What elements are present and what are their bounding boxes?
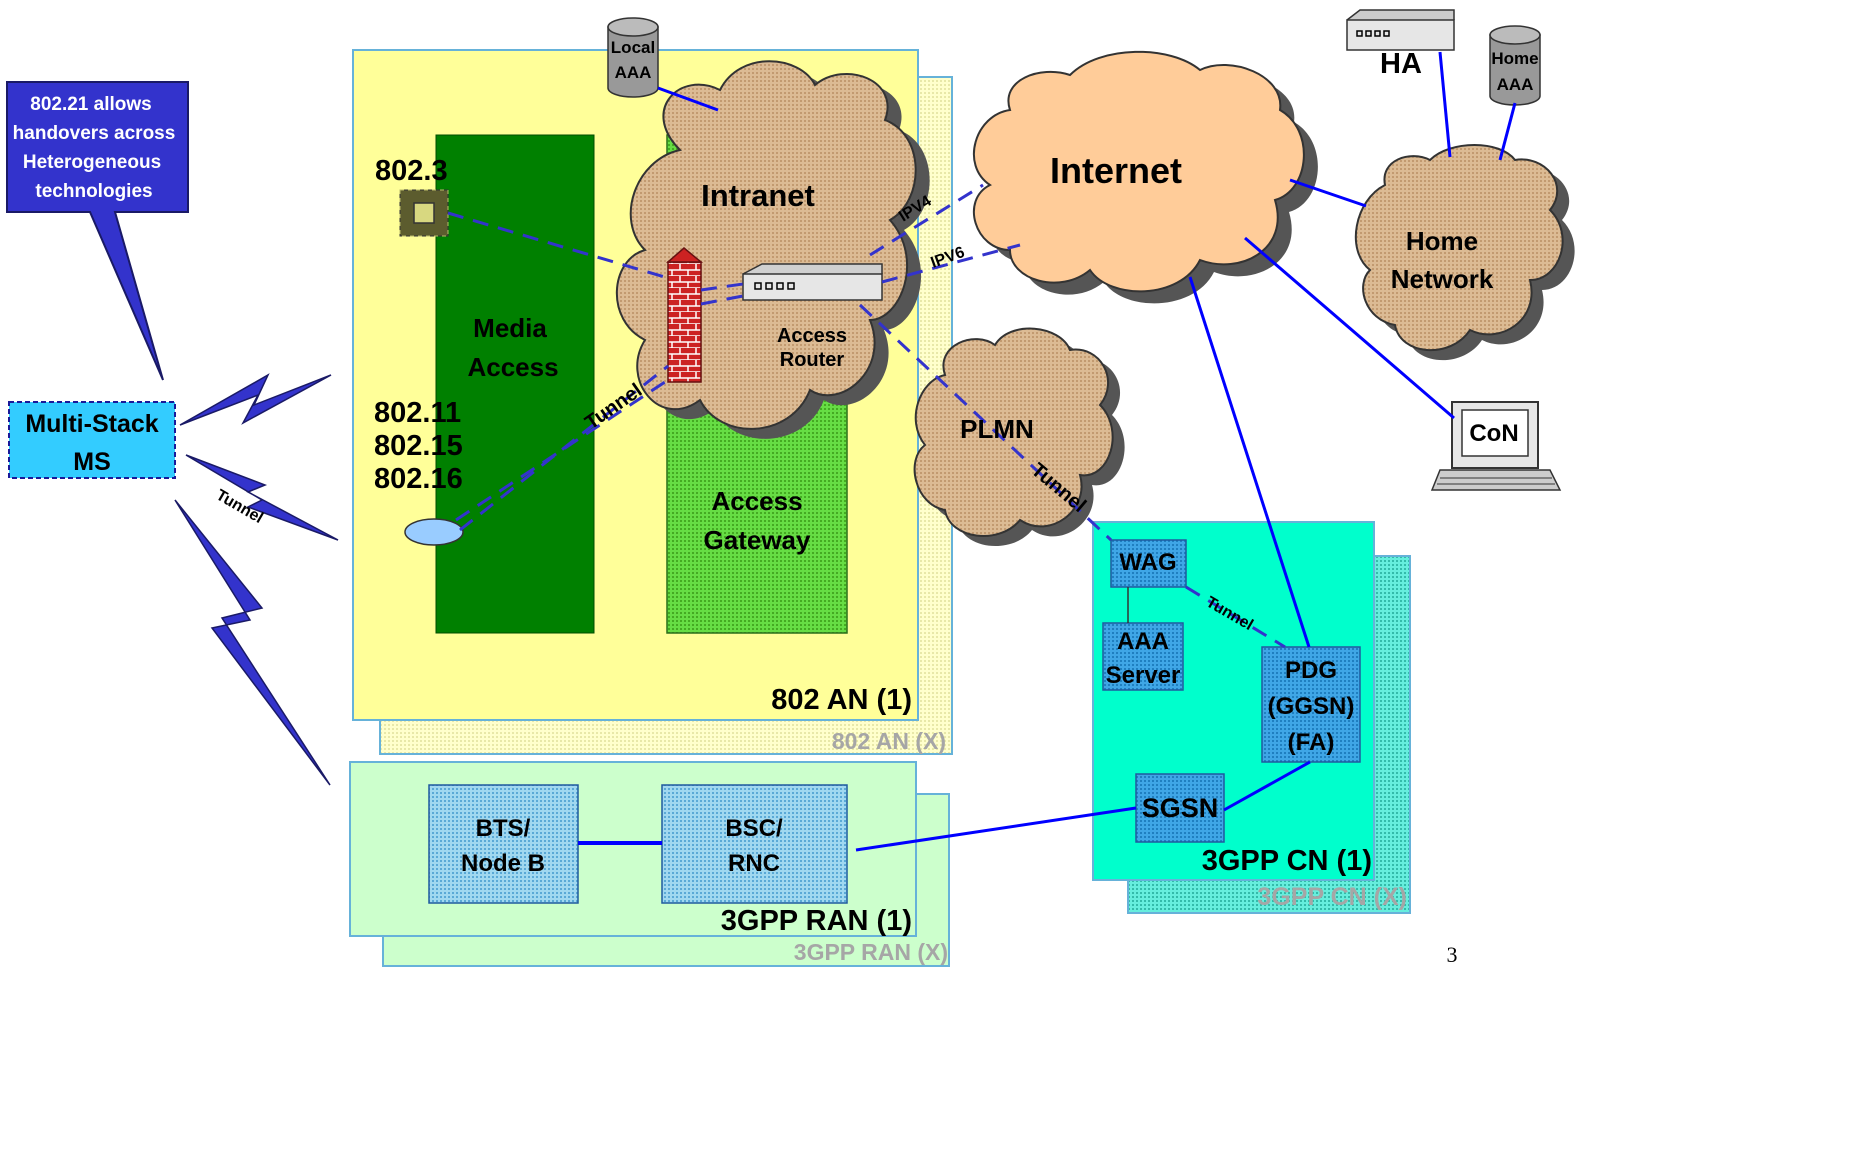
- ha-label: HA: [1380, 48, 1422, 80]
- home-aaa-label-1: Home: [1491, 49, 1538, 68]
- local-aaa-database-icon: [607, 17, 659, 98]
- callout-line-3: Heterogeneous: [23, 152, 161, 173]
- pdg-node: [1261, 646, 1361, 763]
- bsc-node: [661, 784, 848, 904]
- media-access-column: [435, 134, 595, 634]
- ms-label-1: Multi-Stack: [25, 410, 158, 438]
- pdg-label-2: (GGSN): [1268, 693, 1355, 720]
- local-aaa-label-1: Local: [611, 38, 655, 57]
- access-gateway-label-1: Access: [711, 486, 802, 516]
- wireless-label-1: 802.11: [374, 397, 461, 429]
- aaa-server-node: [1102, 622, 1184, 691]
- media-access-label-2: Access: [467, 352, 558, 382]
- page-number: 3: [1447, 942, 1458, 967]
- wireless-label-2: 802.15: [374, 430, 463, 462]
- wag-node: [1110, 539, 1187, 588]
- correspondent-node-laptop-icon: [1430, 401, 1562, 491]
- ethernet-label: 802.3: [375, 155, 448, 187]
- aaa-server-label-1: AAA: [1117, 628, 1169, 655]
- access-gateway-label-2: Gateway: [704, 525, 811, 555]
- access-router-icon: [742, 263, 883, 301]
- cn-primary-label: 3GPP CN (1): [1202, 845, 1372, 877]
- internet-cloud: [972, 50, 1318, 304]
- callout-line-2: handovers across: [13, 123, 176, 144]
- bts-label-2: Node B: [461, 850, 545, 877]
- wireless-antenna-icon: [404, 518, 464, 546]
- ms-tunnel-label: Tunnel: [213, 487, 266, 527]
- multi-stack-ms-box: [8, 401, 176, 479]
- wag-label: WAG: [1119, 549, 1176, 576]
- plmn-label: PLMN: [960, 414, 1034, 444]
- home-aaa-database-icon: [1489, 25, 1541, 106]
- callout-line-1: 802.21 allows: [30, 94, 151, 115]
- intranet-label: Intranet: [701, 178, 815, 213]
- home-aaa-label-2: AAA: [1497, 75, 1534, 94]
- access-router-label-2: Router: [780, 349, 845, 371]
- con-label: CoN: [1469, 420, 1518, 447]
- internet-label: Internet: [1050, 150, 1182, 191]
- bts-node: [428, 784, 579, 904]
- an-primary-label: 802 AN (1): [771, 684, 912, 716]
- sgsn-node: [1135, 773, 1225, 843]
- ethernet-port-icon: [399, 189, 449, 237]
- ms-label-2: MS: [73, 448, 111, 476]
- ran-shadow-label: 3GPP RAN (X): [794, 939, 948, 965]
- callout-line-4: technologies: [35, 181, 152, 202]
- wireless-link-bolts: [174, 373, 339, 786]
- bsc-label-1: BSC/: [725, 815, 783, 842]
- ran-primary-label: 3GPP RAN (1): [721, 905, 912, 937]
- local-aaa-label-2: AAA: [615, 63, 652, 82]
- access-router-label-1: Access: [777, 325, 847, 347]
- dashed-links: [447, 183, 1286, 649]
- solid-links: [657, 51, 1517, 852]
- aaa-server-label-2: Server: [1106, 662, 1181, 689]
- cn-shadow-label: 3GPP CN (X): [1257, 883, 1407, 911]
- home-network-label-2: Network: [1391, 264, 1494, 294]
- pdg-label-1: PDG: [1285, 657, 1337, 684]
- media-access-label-1: Media: [473, 313, 547, 343]
- bsc-label-2: RNC: [728, 850, 780, 877]
- home-network-cloud: [1354, 144, 1575, 361]
- an-shadow-label: 802 AN (X): [832, 728, 946, 754]
- plmn-cloud: [913, 327, 1125, 547]
- home-agent-router-icon: [1346, 9, 1455, 51]
- bts-label-1: BTS/: [476, 815, 531, 842]
- callout-speech-bubble: [6, 81, 189, 381]
- sgsn-label: SGSN: [1142, 793, 1219, 823]
- wireless-label-3: 802.16: [374, 463, 463, 495]
- pdg-label-3: (FA): [1288, 729, 1335, 756]
- firewall-icon: [666, 247, 704, 383]
- home-network-label-1: Home: [1406, 226, 1478, 256]
